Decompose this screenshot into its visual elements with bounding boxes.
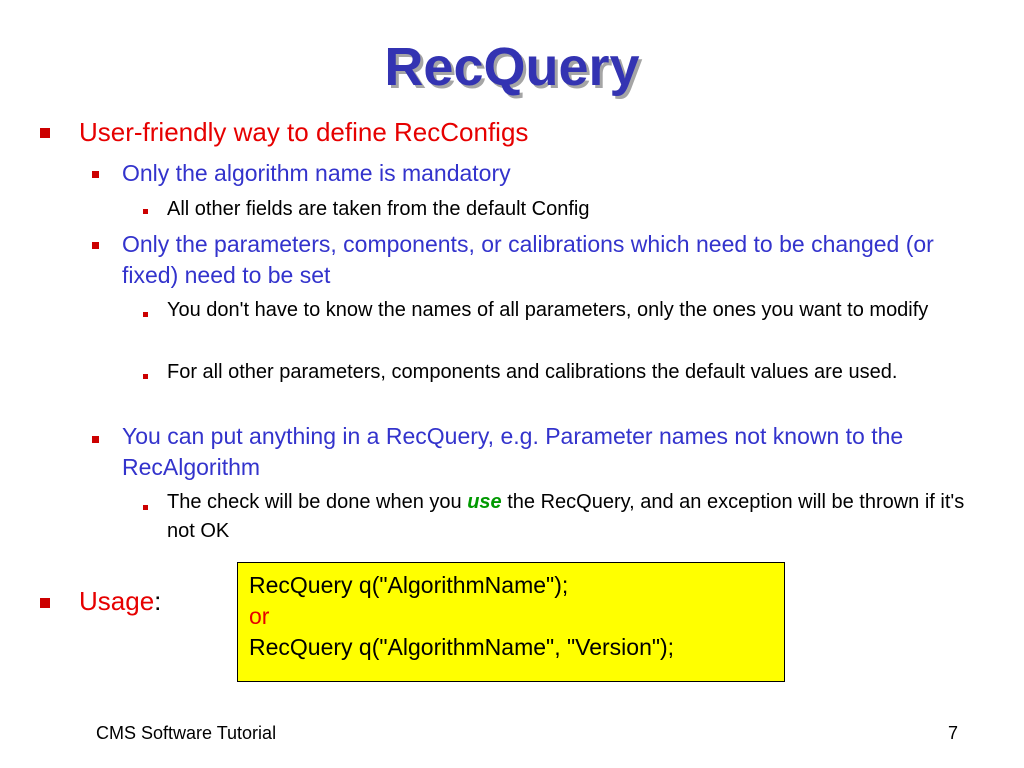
- bullet-text-level1: User-friendly way to define RecConfigs: [79, 117, 529, 147]
- code-or: or: [249, 603, 270, 629]
- bullet-text-level3: All other fields are taken from the defa…: [167, 198, 590, 220]
- bullet-text-level2: Only the algorithm name is mandatory: [122, 160, 511, 186]
- code-line-1: RecQuery q("AlgorithmName");: [249, 572, 569, 598]
- bullet-text-level3: The check will be done when you use the …: [167, 488, 982, 546]
- code-example-box: RecQuery q("AlgorithmName"); or RecQuery…: [237, 562, 785, 682]
- usage-label: Usage: [79, 586, 155, 616]
- bullet-square-icon: [143, 209, 148, 214]
- text-after-emphasis: the RecQuery, and an exception will be t…: [167, 491, 965, 542]
- bullet-square-icon: [40, 128, 50, 138]
- page-number: 7: [948, 723, 959, 743]
- bullet-square-icon: [92, 436, 99, 443]
- bullet-square-icon: [143, 374, 148, 379]
- emphasis-use: use: [467, 491, 502, 513]
- bullet-square-icon: [143, 312, 148, 317]
- bullet-text-level3: For all other parameters, components and…: [167, 361, 898, 383]
- bullet-square-icon: [92, 242, 99, 249]
- bullet-text-level3: You don't have to know the names of all …: [167, 299, 929, 321]
- text-before-emphasis: The check will be done when you: [167, 491, 462, 513]
- usage-label-line: Usage:: [79, 586, 161, 616]
- bullet-text-level2: Only the parameters, components, or cali…: [122, 231, 934, 288]
- slide-title: RecQuery: [384, 37, 640, 97]
- footer-title: CMS Software Tutorial: [96, 723, 277, 743]
- usage-colon: :: [154, 586, 162, 616]
- code-line-2: RecQuery q("AlgorithmName", "Version");: [249, 634, 675, 660]
- bullet-square-icon: [143, 505, 148, 510]
- bullet-square-icon: [92, 171, 99, 178]
- bullet-square-icon: [40, 598, 50, 608]
- bullet-text-level2: You can put anything in a RecQuery, e.g.…: [122, 423, 904, 480]
